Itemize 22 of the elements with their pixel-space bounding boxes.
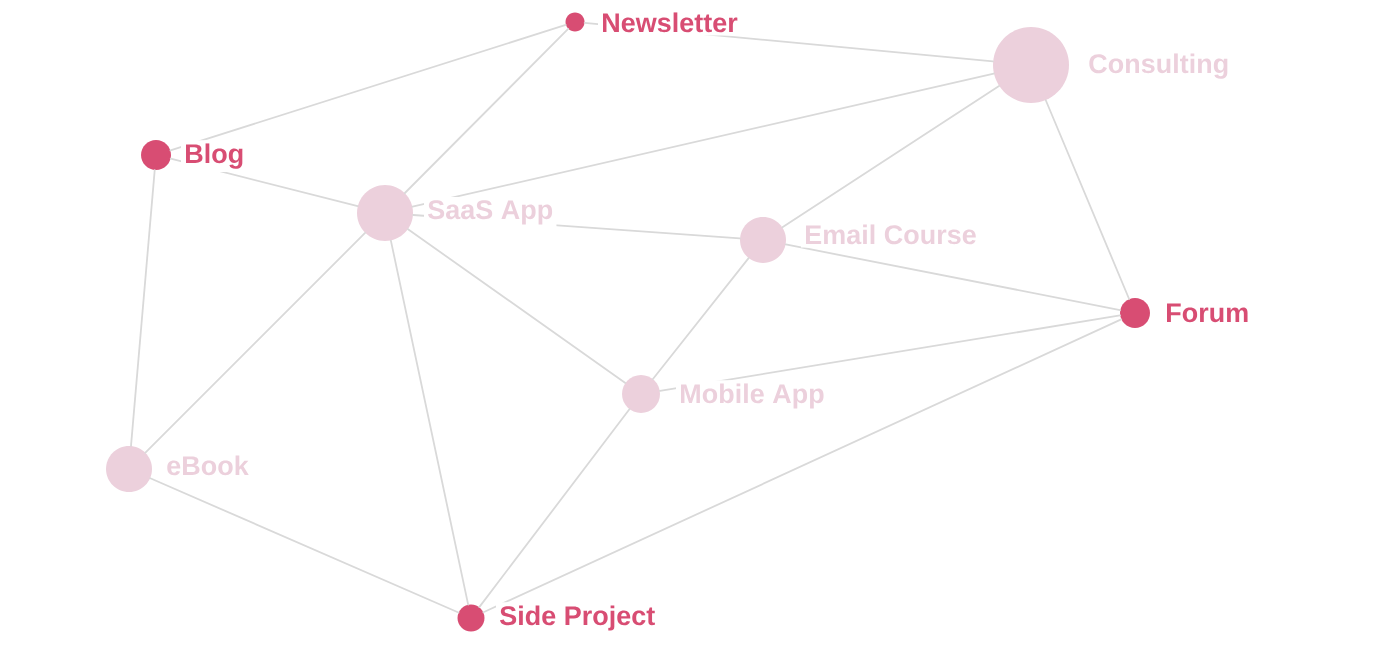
connector-line: [404, 28, 570, 194]
connector-line: [130, 169, 156, 447]
connector-line: [407, 228, 627, 384]
connector-line: [1044, 99, 1131, 300]
node-label: Forum: [1167, 303, 1248, 323]
connector-line: [784, 243, 1121, 311]
node-label: Newsletter: [603, 12, 738, 33]
node-label: Blog: [186, 143, 243, 169]
connector-line: [781, 84, 1000, 229]
connector-line: [478, 408, 631, 608]
connector-line: [144, 232, 366, 454]
connector-line: [389, 239, 470, 606]
connector-line: [583, 22, 994, 63]
connector-line: [169, 24, 567, 152]
connector-line: [482, 318, 1123, 614]
connector-line: [652, 257, 750, 380]
connector-line: [169, 157, 359, 207]
node-label: Side Project: [500, 605, 655, 631]
connector-line: [659, 314, 1121, 392]
connector-line: [411, 72, 995, 208]
connector-line: [149, 477, 460, 614]
connector-line: [412, 214, 741, 240]
